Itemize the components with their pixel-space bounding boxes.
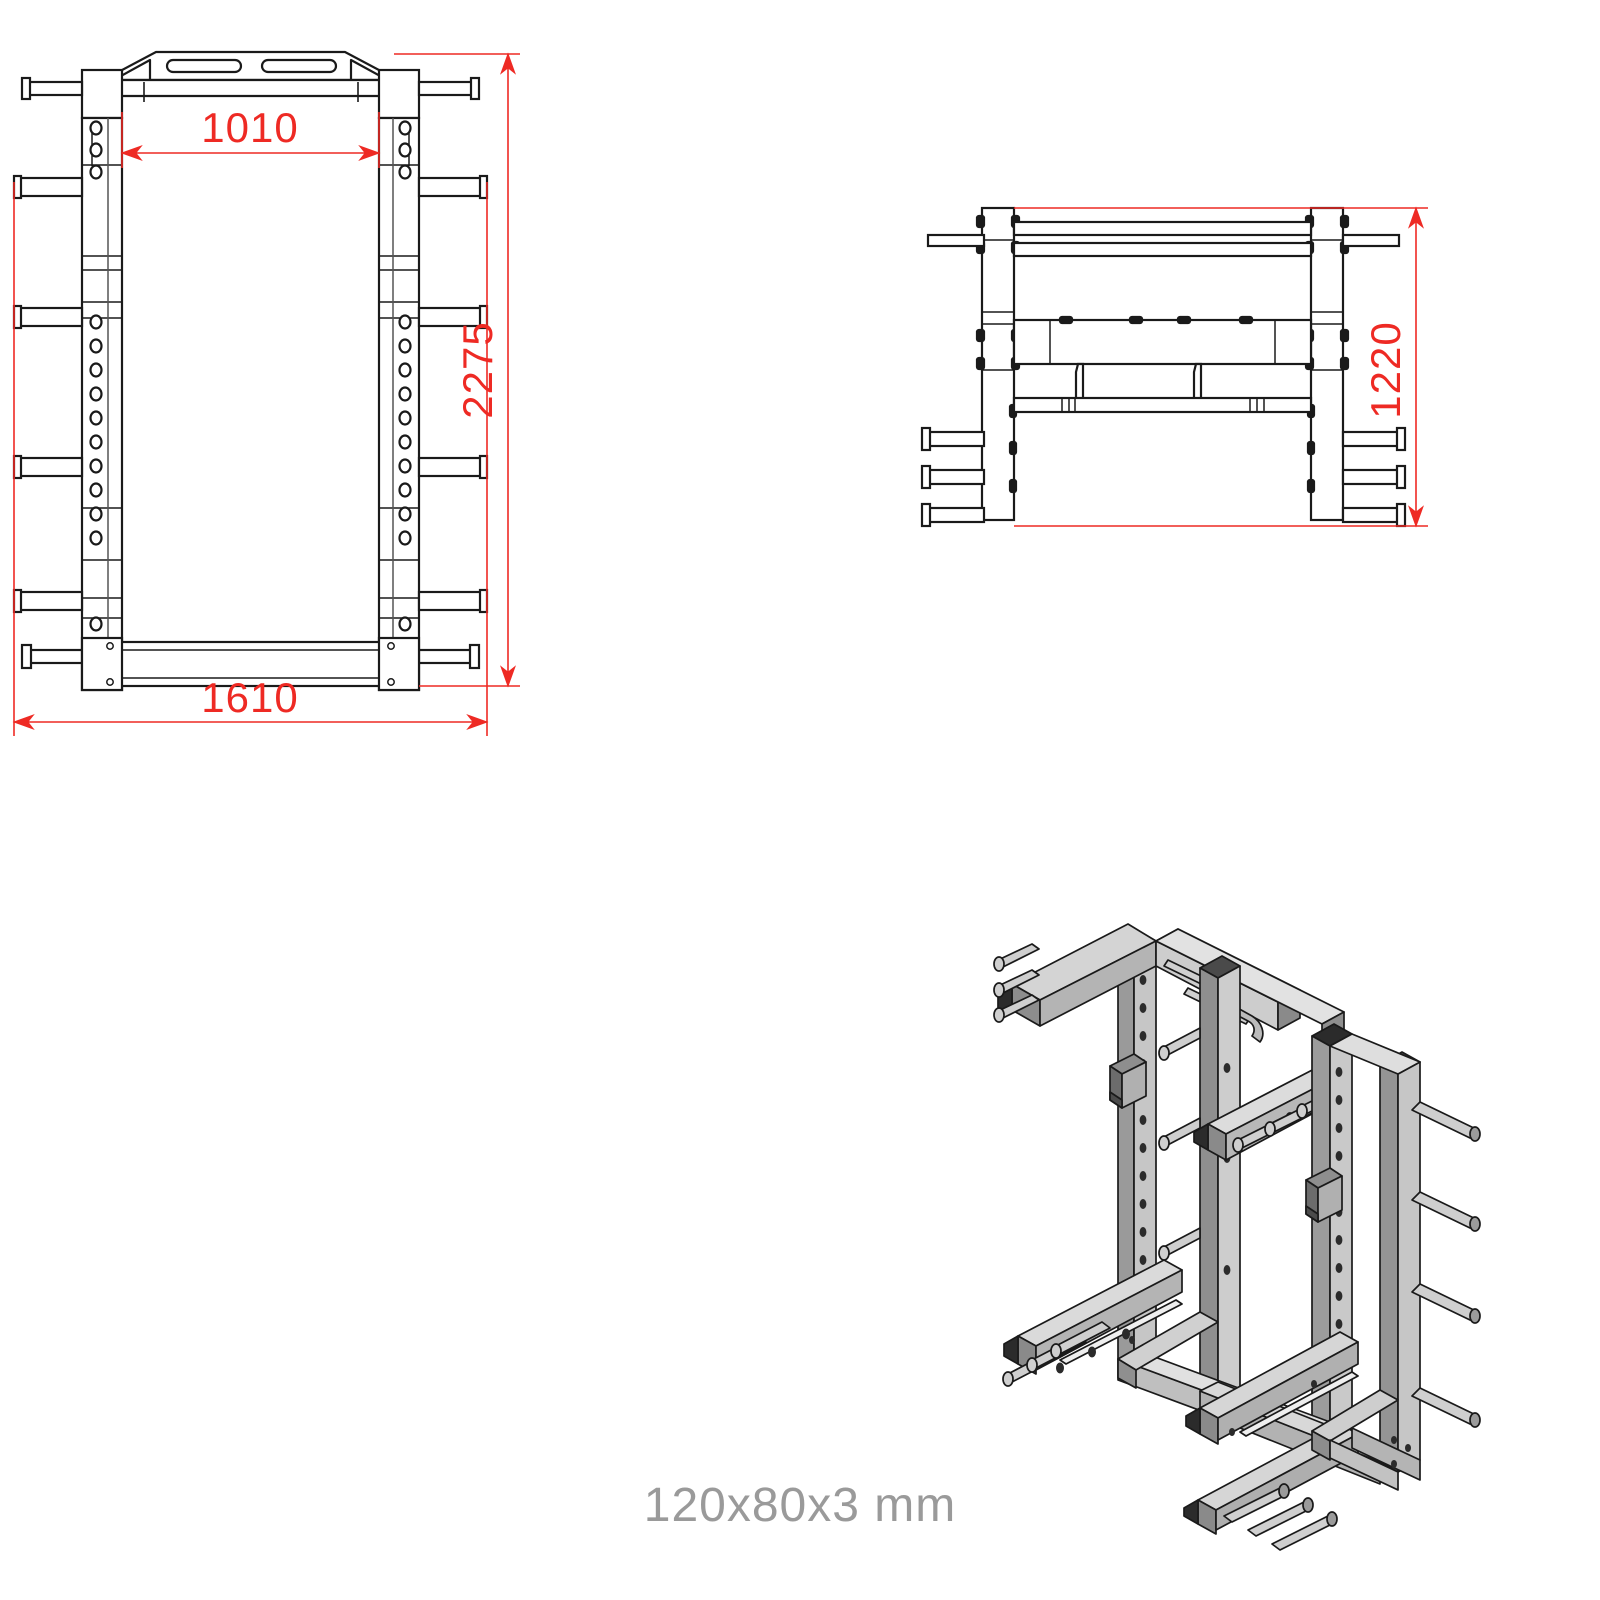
iso-top-crossbeam [1155,928,1345,1049]
front-right-upright [377,68,421,692]
side-dimension-lines [1014,206,1428,528]
iso-j-cup-right [1305,1167,1343,1223]
iso-pullup-arm-left [993,923,1157,1027]
profile-caption: 120x80x3 mm [643,1479,957,1532]
front-elevation-view: 1010 2275 1610 [12,50,520,736]
side-pullup-bar [926,220,1401,258]
front-weight-pegs [12,76,489,670]
iso-bolt-details [1129,1336,1411,1468]
isometric-view [993,923,1481,1551]
side-weight-pegs-right [1341,426,1407,528]
side-weight-pegs-left [920,426,986,528]
upright-holes-top [89,120,103,180]
side-right-upright [1304,206,1350,522]
iso-j-cup-left [1109,1053,1147,1109]
iso-base-mid-foot [1185,1331,1359,1445]
dim-depth-height-label: 1220 [1362,321,1409,418]
front-bottom-beam [80,636,421,692]
iso-base-left-foot [1002,1259,1183,1387]
side-elevation-view: 1220 [920,206,1428,528]
iso-geometry [993,923,1481,1551]
upright-holes-top [398,120,412,180]
dim-overall-height-label: 2275 [454,321,501,418]
dim-inner-width-label: 1010 [201,104,298,151]
side-mid-beam [1012,315,1313,366]
dim-overall-width-label: 1610 [201,674,298,721]
upright-holes-middle [398,314,412,546]
side-safety-bar [1012,396,1313,414]
upright-holes-middle [89,314,103,546]
front-left-upright [80,68,124,692]
iso-upright-front-right [1379,1051,1481,1473]
iso-right-top-cap [1329,1033,1421,1075]
front-dimension-lines [12,52,520,736]
iso-base-right-rail [1311,1389,1421,1491]
